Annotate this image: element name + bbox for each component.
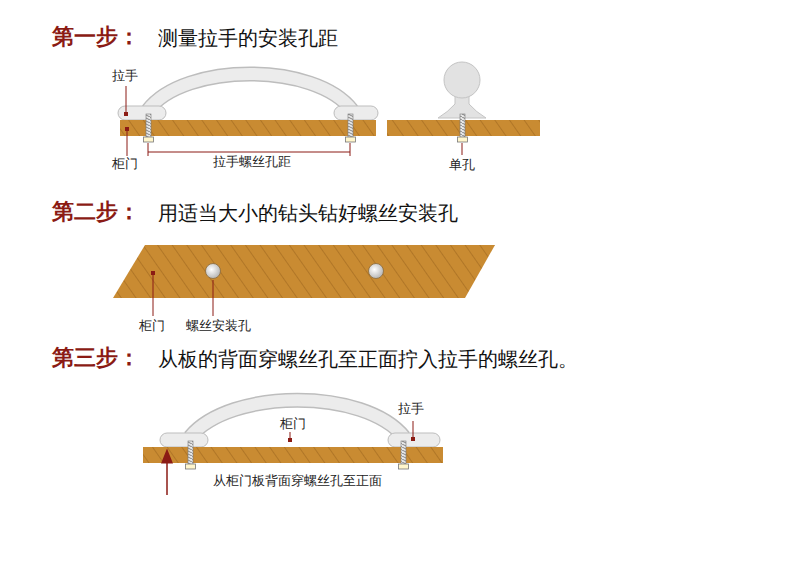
part-label: 拉手 xyxy=(112,68,138,84)
knob-illustration xyxy=(387,62,540,155)
dimension-label: 拉手螺丝孔距 xyxy=(210,154,294,170)
part-label: 螺丝安装孔 xyxy=(186,318,251,334)
part-label: 拉手 xyxy=(398,401,424,417)
part-label: 柜门 xyxy=(280,416,306,432)
step-number: 第三步： xyxy=(52,345,140,371)
assembly-illustration xyxy=(143,400,443,495)
step-instruction: 从板的背面穿螺丝孔至正面拧入拉手的螺丝孔。 xyxy=(158,347,578,371)
step-number: 第一步： xyxy=(52,24,140,50)
caption-note: 从柜门板背面穿螺丝孔至正面 xyxy=(213,473,382,489)
handle-illustration xyxy=(118,74,378,156)
part-label: 柜门 xyxy=(112,156,138,172)
drilled-board-illustration xyxy=(113,245,495,316)
step-instruction: 用适当大小的钻头钻好螺丝安装孔 xyxy=(158,201,458,225)
step-number: 第二步： xyxy=(52,199,140,225)
step-instruction: 测量拉手的安装孔距 xyxy=(158,26,338,50)
part-label: 柜门 xyxy=(139,318,165,334)
part-label: 单孔 xyxy=(449,157,475,173)
